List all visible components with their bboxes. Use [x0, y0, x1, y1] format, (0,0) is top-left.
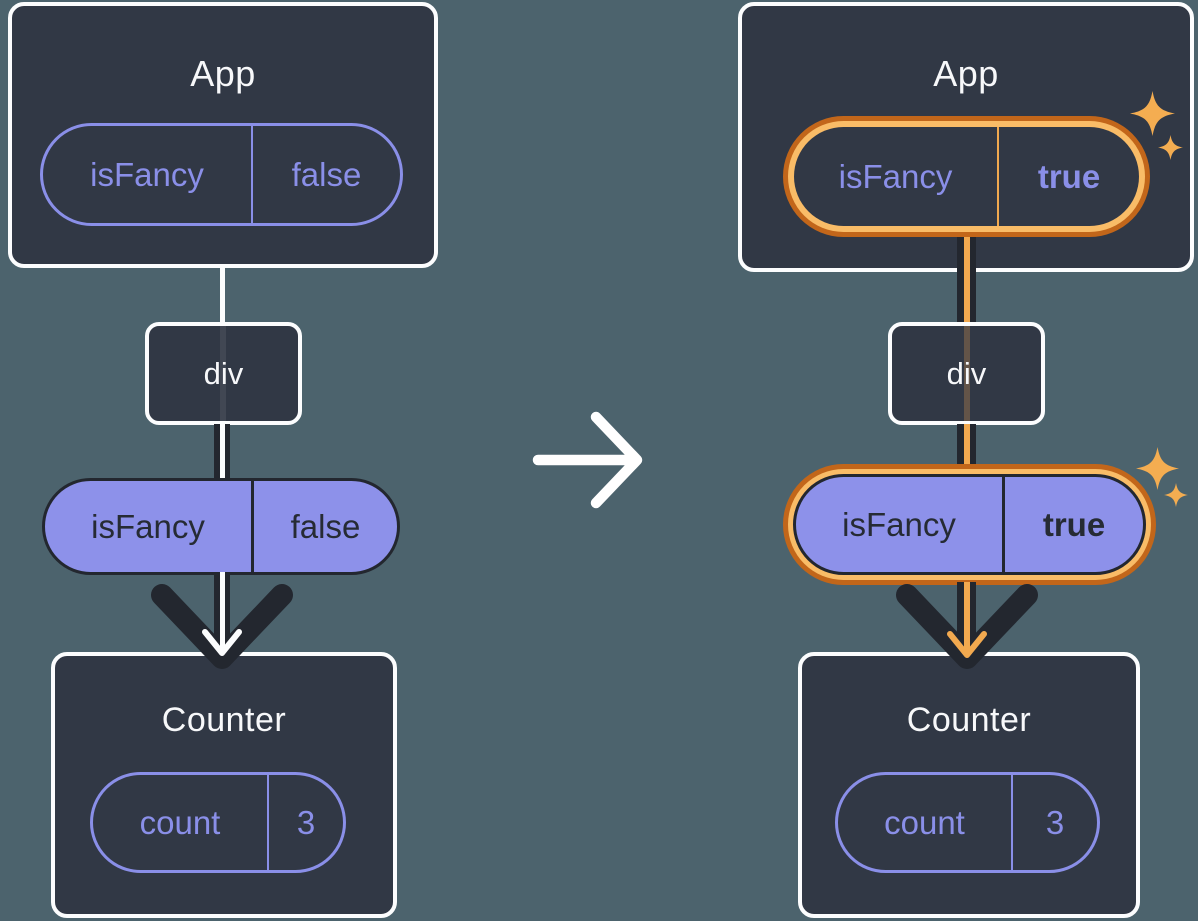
state-pill-after-app: isFancy true — [794, 127, 1139, 226]
pass-through-line — [220, 326, 226, 421]
state-pill-before-counter: count 3 — [90, 772, 346, 873]
connector-app-div-after-core — [963, 230, 970, 324]
connector-app-div-before — [219, 266, 225, 324]
prop-pill-key: isFancy — [842, 505, 956, 543]
component-title: App — [190, 53, 256, 94]
state-pill-before-app: isFancy false — [40, 123, 403, 226]
component-title: Counter — [906, 701, 1032, 739]
state-pill-key: count — [139, 803, 221, 841]
sparkle-icon — [1136, 447, 1179, 490]
arrow-head-icon — [202, 629, 242, 656]
prop-pill-value: false — [251, 481, 397, 572]
prop-pill-after: isFancy true — [793, 474, 1146, 575]
component-title: App — [933, 53, 999, 94]
prop-pill-value: true — [1002, 477, 1143, 572]
div-node-after: div — [888, 322, 1045, 425]
arrow-head-icon — [946, 631, 987, 658]
sparkle-icon — [1130, 91, 1175, 136]
component-title: Counter — [161, 701, 287, 739]
arrow-right-icon — [532, 411, 643, 509]
state-pill-key: count — [884, 803, 965, 841]
state-pill-value: false — [251, 126, 400, 223]
prop-pill-key: isFancy — [91, 507, 205, 545]
state-pill-value: 3 — [267, 775, 343, 870]
sparkle-icon — [1164, 483, 1188, 507]
connector-div-prop-after-core — [963, 424, 970, 480]
sparkle-icon — [1158, 135, 1183, 160]
prop-pill-after-highlight: isFancy true — [783, 464, 1156, 585]
prop-arrow-after-core — [964, 582, 970, 654]
prop-pill-before: isFancy false — [42, 478, 400, 575]
state-pill-value: 3 — [1011, 775, 1097, 870]
pass-through-line — [964, 326, 970, 421]
state-pill-after-app-highlight: isFancy true — [783, 116, 1150, 237]
state-pill-after-counter: count 3 — [835, 772, 1100, 873]
div-node-label: div — [946, 355, 987, 391]
div-node-before: div — [145, 322, 302, 425]
connector-div-prop-before-core — [219, 424, 225, 480]
state-pill-key: isFancy — [838, 157, 953, 195]
state-pill-value: true — [997, 127, 1139, 226]
arrow-down-chevron-icon — [151, 584, 293, 669]
div-node-label: div — [203, 355, 244, 391]
prop-arrow-before-core — [219, 572, 225, 650]
state-pill-key: isFancy — [90, 155, 204, 193]
